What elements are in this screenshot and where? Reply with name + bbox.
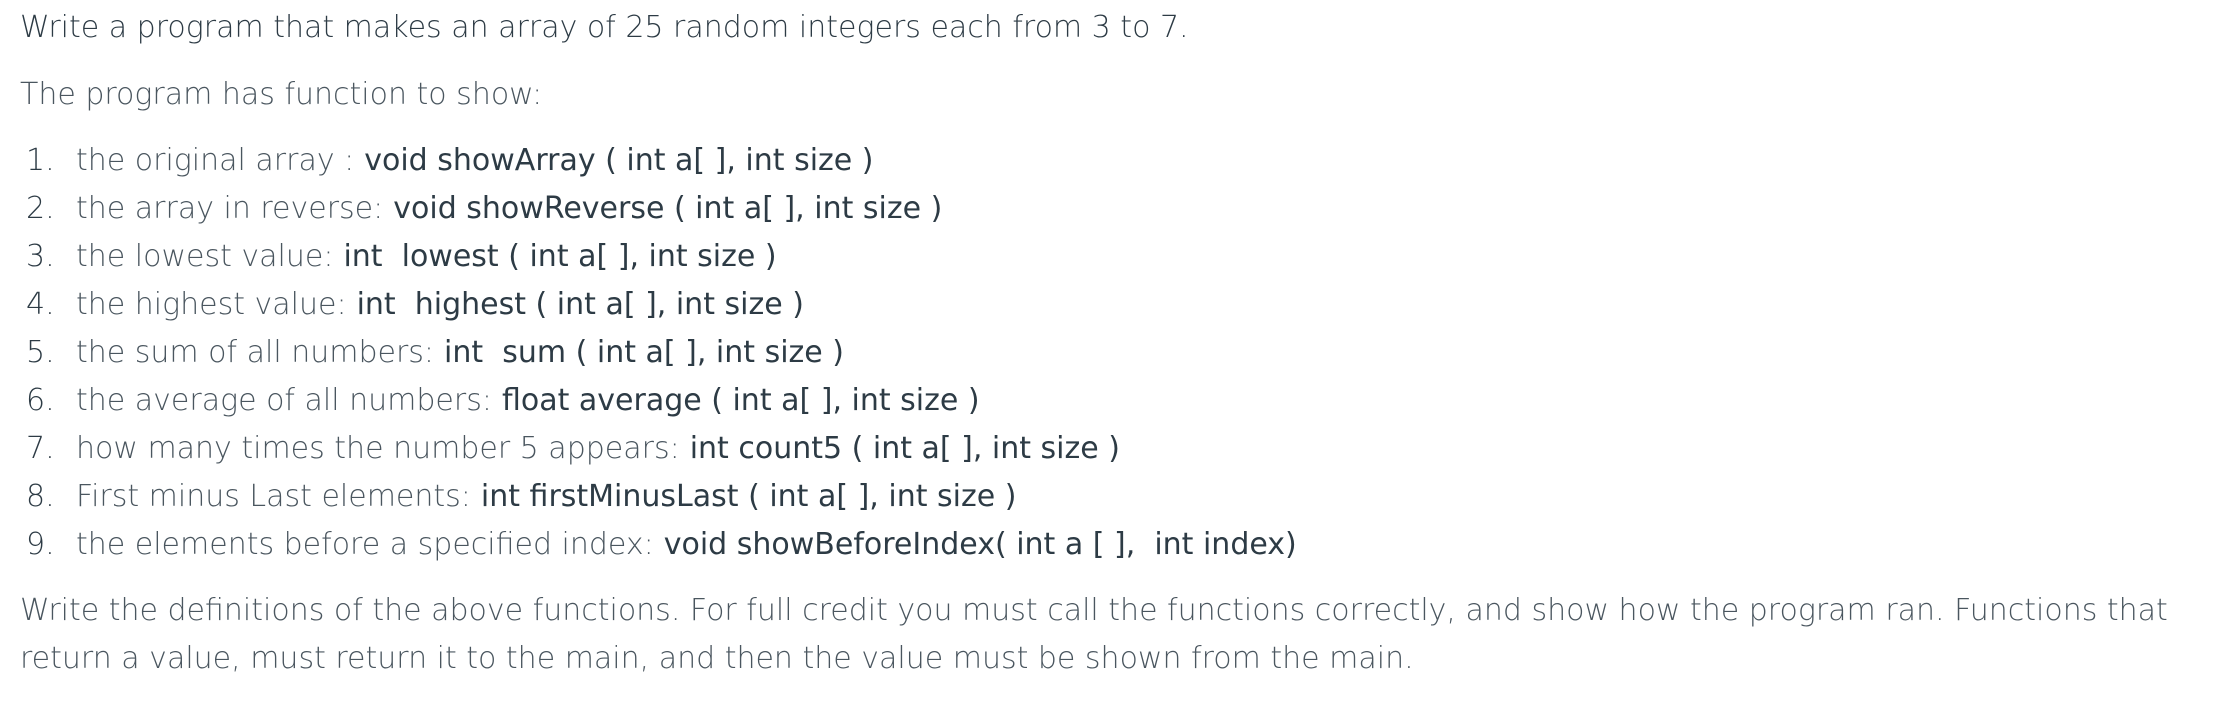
item-signature: int lowest ( int a[ ], int size ) [343,239,777,274]
item-description: the sum of all numbers: [76,335,435,370]
closing-text: Write the definitions of the above funct… [20,593,2168,676]
item-signature: float average ( int a[ ], int size ) [501,383,980,418]
item-number: 6. [26,383,55,418]
item-description: First minus Last elements: [76,479,471,514]
item-number: 2. [26,191,55,226]
list-item: 6. the average of all numbers: float ave… [20,377,2204,425]
function-list: 1. the original array : void showArray (… [20,137,2204,569]
item-description: the elements before a specified index: [76,527,654,562]
item-description: the average of all numbers: [76,383,492,418]
item-signature: void showBeforeIndex( int a [ ], int ind… [663,527,1297,562]
item-number: 9. [26,527,55,562]
item-number: 8. [26,479,55,514]
list-item: 8. First minus Last elements: int firstM… [20,473,2204,521]
item-description: how many times the number 5 appears: [76,431,680,466]
item-number: 1. [26,143,55,178]
item-description: the original array : [76,143,355,178]
item-signature: int firstMinusLast ( int a[ ], int size … [480,479,1017,514]
list-item: 7. how many times the number 5 appears: … [20,425,2204,473]
item-signature: int highest ( int a[ ], int size ) [356,287,804,322]
item-number: 5. [26,335,55,370]
item-signature: int sum ( int a[ ], int size ) [444,335,844,370]
item-number: 4. [26,287,55,322]
item-number: 3. [26,239,55,274]
item-number: 7. [26,431,55,466]
list-item: 1. the original array : void showArray (… [20,137,2204,185]
item-description: the lowest value: [76,239,334,274]
item-description: the highest value: [76,287,347,322]
item-signature: void showArray ( int a[ ], int size ) [364,143,874,178]
intro-text: Write a program that makes an array of 2… [20,10,1189,45]
item-signature: void showReverse ( int a[ ], int size ) [393,191,943,226]
list-item: 4. the highest value: int highest ( int … [20,281,2204,329]
list-item: 3. the lowest value: int lowest ( int a[… [20,233,2204,281]
item-signature: int count5 ( int a[ ], int size ) [689,431,1120,466]
subhead-text: The program has function to show: [20,77,543,112]
list-item: 2. the array in reverse: void showRevers… [20,185,2204,233]
list-item: 5. the sum of all numbers: int sum ( int… [20,329,2204,377]
item-description: the array in reverse: [76,191,384,226]
list-item: 9. the elements before a specified index… [20,521,2204,569]
